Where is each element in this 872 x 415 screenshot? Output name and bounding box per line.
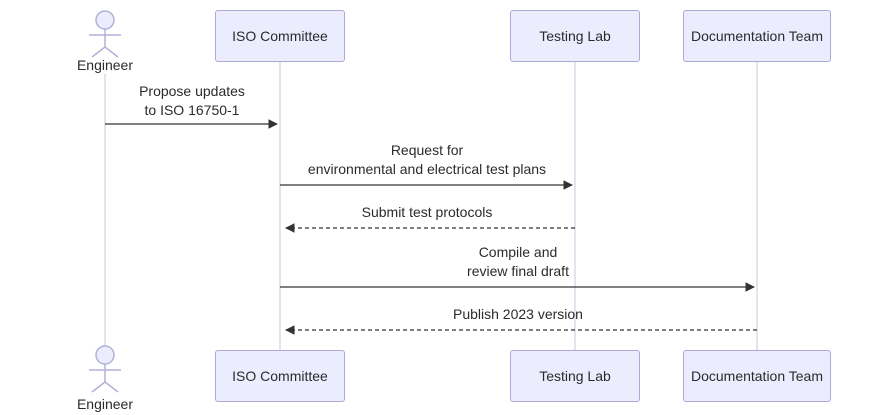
participant-label: ISO Committee [232, 28, 328, 44]
participant-label: Documentation Team [690, 28, 824, 44]
actor-label-engineer-bottom: Engineer [76, 396, 134, 412]
message-propose-updates: Propose updates to ISO 16750-1 [92, 82, 292, 120]
participant-documentation-team-top: Documentation Team [683, 10, 831, 62]
engineer-actor-icon-bottom [89, 345, 121, 393]
participant-documentation-team-bottom: Documentation Team [683, 350, 831, 402]
participant-label: Testing Lab [539, 28, 611, 44]
participant-iso-committee-top: ISO Committee [215, 10, 345, 62]
message-submit-test-protocols: Submit test protocols [317, 203, 537, 222]
message-line: Compile and [478, 244, 558, 260]
message-line: to ISO 16750-1 [144, 102, 240, 118]
message-line: Submit test protocols [361, 204, 493, 220]
participant-testing-lab-top: Testing Lab [510, 10, 640, 62]
actor-label-engineer-top: Engineer [76, 57, 134, 73]
participant-label: Testing Lab [539, 368, 611, 384]
message-line: review final draft [467, 263, 569, 279]
message-publish-2023-version: Publish 2023 version [408, 305, 628, 324]
message-request-test-plans: Request for environmental and electrical… [262, 141, 592, 179]
message-line: Propose updates [139, 83, 245, 99]
message-compile-review-draft: Compile and review final draft [408, 243, 628, 281]
participant-label: Documentation Team [690, 368, 824, 384]
message-line: Publish 2023 version [453, 306, 583, 322]
engineer-actor-icon [89, 10, 121, 58]
participant-testing-lab-bottom: Testing Lab [510, 350, 640, 402]
participant-iso-committee-bottom: ISO Committee [215, 350, 345, 402]
participant-label: ISO Committee [232, 368, 328, 384]
message-line: environmental and electrical test plans [307, 161, 547, 177]
message-line: Request for [390, 142, 464, 158]
